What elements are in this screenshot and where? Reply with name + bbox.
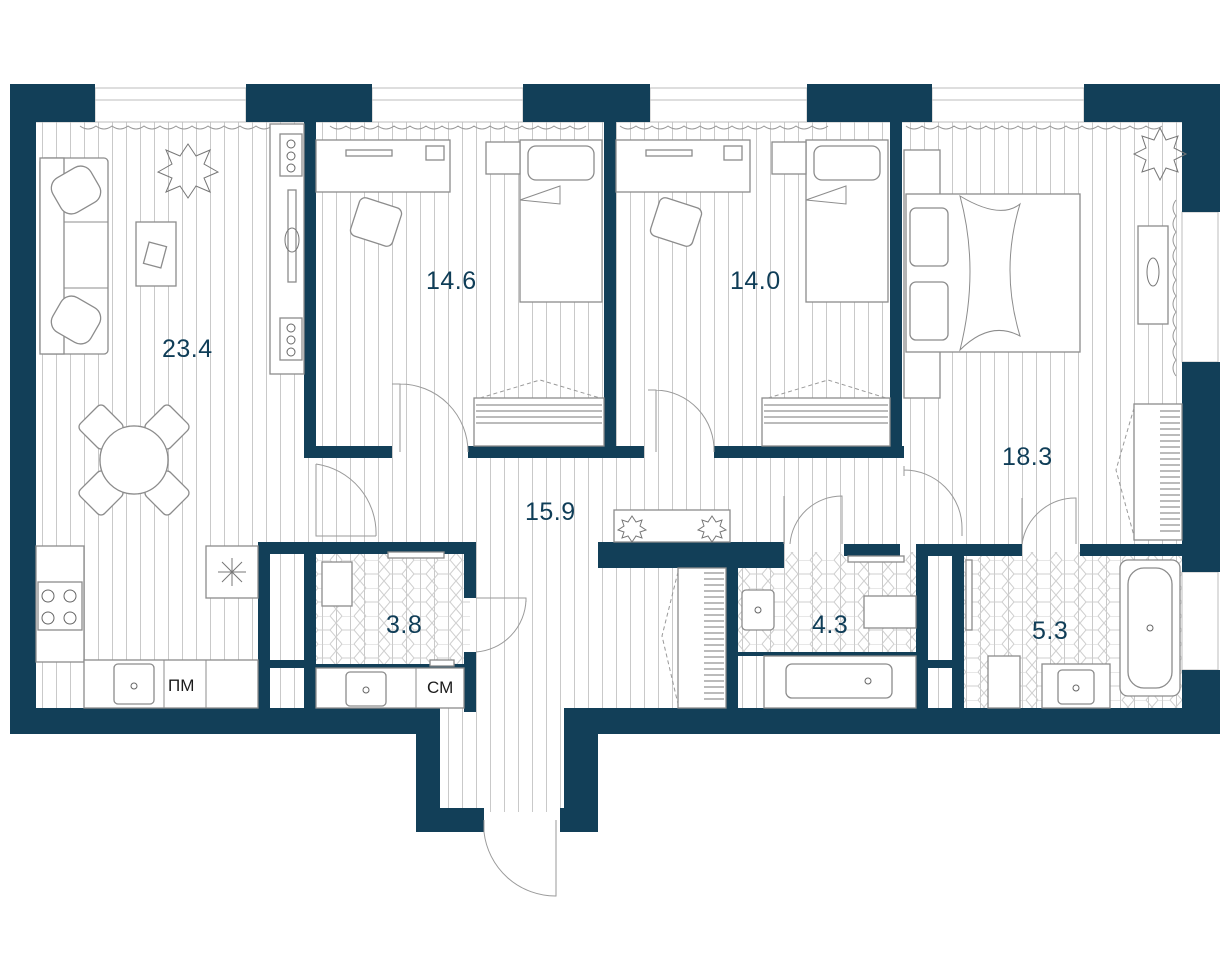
wardrobe-icon bbox=[473, 379, 605, 447]
toilet-icon bbox=[321, 561, 353, 607]
armchair-icon bbox=[50, 165, 102, 345]
area-master-bedroom: 18.3 bbox=[1002, 443, 1053, 471]
dishwasher-label: ПМ bbox=[168, 676, 194, 695]
hallway-furniture bbox=[613, 509, 731, 709]
bedroom-2-furniture bbox=[615, 139, 891, 447]
area-bathroom-3: 5.3 bbox=[1032, 617, 1068, 645]
area-hallway: 15.9 bbox=[525, 498, 576, 526]
washer-label: СМ bbox=[427, 678, 453, 697]
chair-icon bbox=[349, 197, 403, 247]
bedroom-1-furniture bbox=[315, 139, 605, 447]
sink-icon bbox=[345, 671, 387, 707]
area-living-kitchen: 23.4 bbox=[162, 335, 213, 363]
sink-icon bbox=[741, 589, 775, 631]
desk-icon bbox=[615, 139, 751, 193]
area-labels: 23.4 14.6 14.0 18.3 15.9 3.8 4.3 5.3 bbox=[162, 267, 1068, 645]
area-bedroom-1: 14.6 bbox=[426, 267, 477, 295]
wardrobe-icon bbox=[761, 379, 891, 447]
toilet-icon bbox=[863, 595, 917, 629]
chair-icon bbox=[649, 197, 703, 247]
chair-icon bbox=[78, 404, 190, 516]
wardrobe-icon bbox=[1115, 403, 1183, 541]
plant-icon bbox=[1132, 126, 1188, 182]
toilet-icon bbox=[987, 655, 1021, 709]
stove-icon bbox=[37, 581, 83, 631]
windows bbox=[79, 87, 1219, 671]
master-bedroom-furniture bbox=[903, 126, 1188, 541]
walls bbox=[10, 84, 1220, 832]
area-bathroom-1: 3.8 bbox=[386, 611, 422, 639]
plant-icon bbox=[616, 515, 728, 543]
area-bathroom-2: 4.3 bbox=[812, 611, 848, 639]
living-furniture: ПМ bbox=[35, 123, 305, 709]
area-bedroom-2: 14.0 bbox=[730, 267, 781, 295]
door-icon bbox=[315, 383, 1077, 897]
bathtub-icon bbox=[1119, 559, 1181, 697]
bed-icon bbox=[805, 139, 889, 303]
sink-icon bbox=[1041, 663, 1111, 709]
sink-icon bbox=[113, 663, 155, 705]
bathroom-1-furniture: СМ bbox=[315, 551, 465, 709]
desk-icon bbox=[315, 139, 451, 193]
bathroom-3-furniture bbox=[965, 559, 1181, 709]
bathtub-icon bbox=[763, 655, 917, 709]
plant-icon bbox=[156, 143, 220, 199]
bed-icon bbox=[905, 193, 1081, 353]
wardrobe-icon bbox=[661, 567, 727, 709]
bathroom-2-furniture bbox=[741, 555, 917, 709]
bed-icon bbox=[519, 139, 603, 303]
